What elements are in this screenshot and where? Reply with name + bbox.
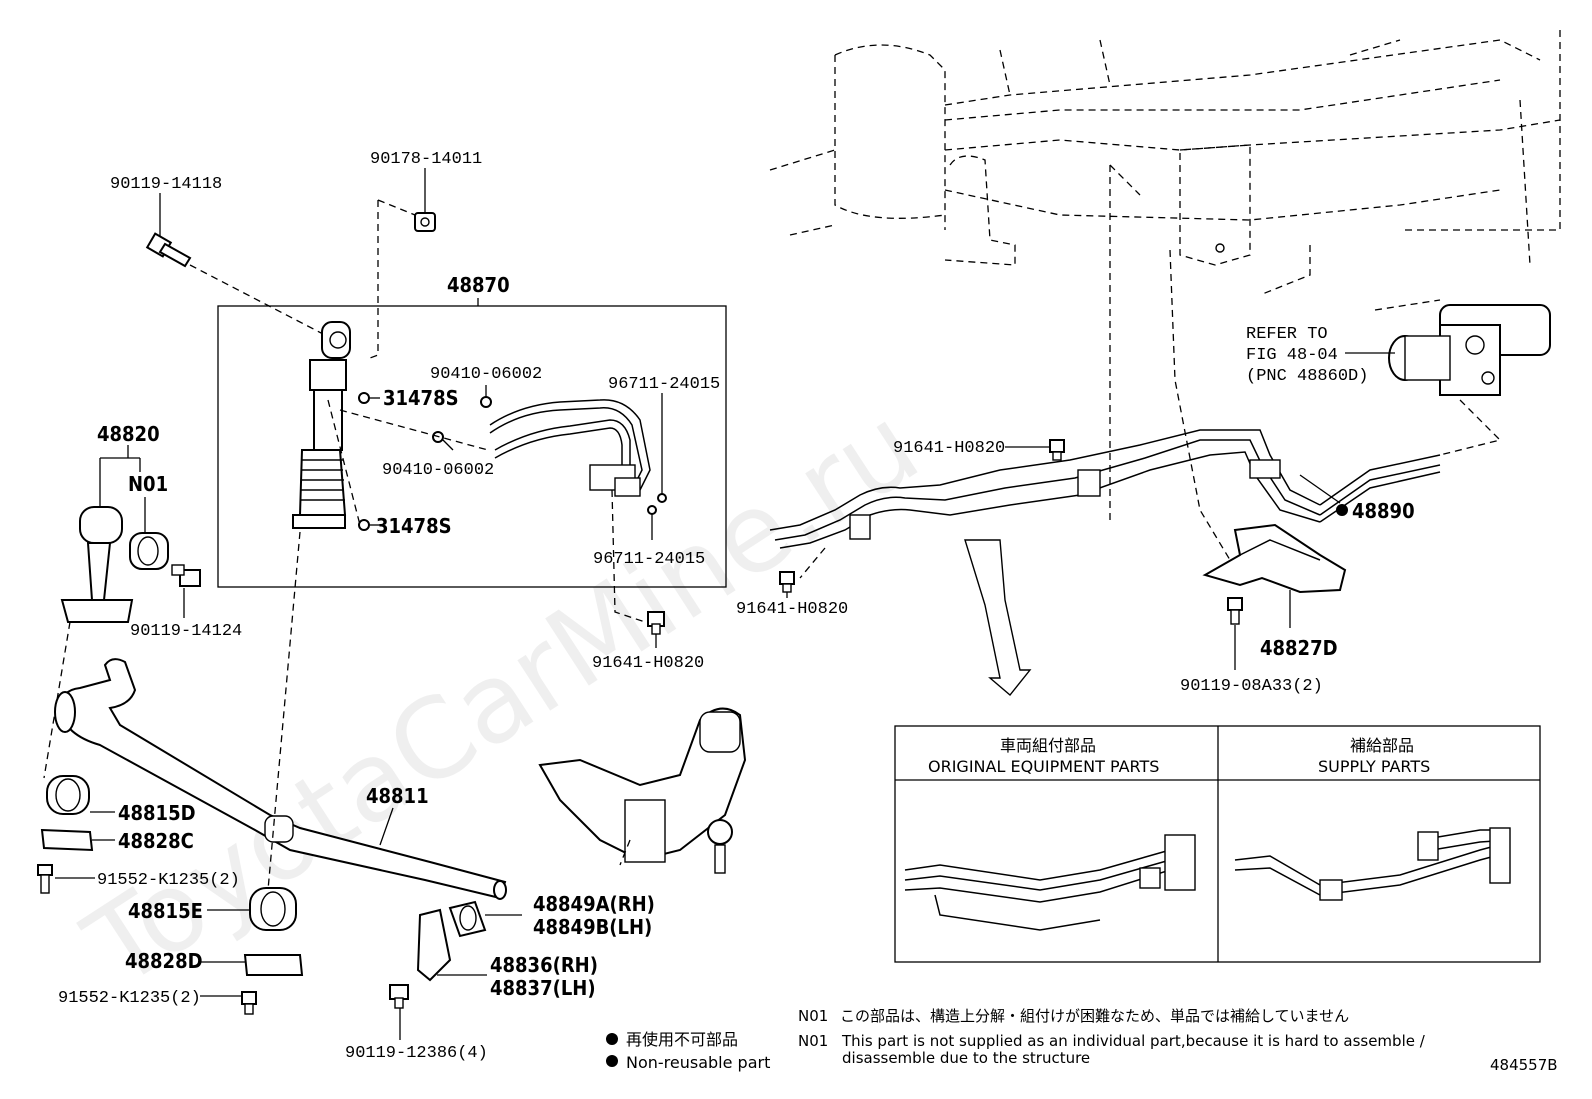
legend-original-jp: 車両組付部品: [1000, 736, 1096, 755]
label-90119-08a33: 90119-08A33(2): [1180, 677, 1323, 696]
bolt-91552-k1235-b-icon: [241, 991, 257, 1015]
diagram-id: 484557B: [1490, 1056, 1558, 1074]
o-ring-96711-24015-a-icon: [657, 493, 667, 503]
label-48820: 48820: [97, 422, 160, 446]
note-n01-en-2: disassemble due to the structure: [842, 1049, 1090, 1067]
bushing-48815d-icon: [46, 775, 90, 815]
label-48837: 48837(LH): [490, 976, 596, 1000]
label-31478s-a: 31478S: [383, 386, 459, 410]
note-n01-en-1: This part is not supplied as an individu…: [841, 1032, 1426, 1050]
label-refer-1: REFER TO: [1246, 325, 1328, 344]
bolt-90119-12386-icon: [389, 984, 409, 1009]
label-refer-3: (PNC 48860D): [1246, 367, 1368, 386]
non-reusable-bullet-48890-icon: [1336, 504, 1348, 516]
non-reusable-jp: 再使用不可部品: [626, 1030, 738, 1049]
label-91641-h0820-a: 91641-H0820: [893, 439, 1005, 458]
label-90119-14118: 90119-14118: [110, 175, 222, 194]
assembly-box-48870: [217, 305, 727, 588]
stabilizer-link-48820-icon: [60, 506, 134, 623]
label-48849a: 48849A(RH): [533, 892, 655, 916]
bolt-90119-14124-icon: [171, 564, 201, 587]
stabilizer-cylinder-icon: [292, 321, 351, 529]
note-n01-code-jp: N01: [798, 1007, 828, 1025]
bolt-91641-h0820-b-icon: [779, 571, 795, 593]
bolt-91641-h0820-a-icon: [1049, 439, 1065, 461]
label-refer-2: FIG 48-04: [1246, 346, 1338, 365]
label-90119-14124: 90119-14124: [130, 622, 242, 641]
label-90119-12386: 90119-12386(4): [345, 1044, 488, 1063]
label-91552-k1235-a: 91552-K1235(2): [97, 871, 240, 890]
non-reusable-legend-bullet-en-icon: [606, 1055, 618, 1067]
label-48828d: 48828D: [125, 949, 203, 973]
o-ring-96711-24015-b-icon: [647, 505, 657, 515]
bushing-48849-icon: [448, 900, 487, 938]
bolt-90119-08a33-icon: [1227, 597, 1243, 625]
nut-90178-14011-icon: [414, 212, 436, 232]
label-48890: 48890: [1352, 499, 1415, 523]
hose-assembly-icon: [489, 399, 651, 497]
label-48836: 48836(RH): [490, 953, 598, 977]
label-90410-06002-a: 90410-06002: [430, 365, 542, 384]
label-90178-14011: 90178-14011: [370, 150, 482, 169]
bracket-48828d-icon: [243, 954, 304, 976]
o-ring-31478s-b-icon: [358, 519, 370, 531]
lower-control-arm-icon: [538, 707, 747, 874]
label-91552-k1235-b: 91552-K1235(2): [58, 989, 201, 1008]
label-90410-06002-b: 90410-06002: [382, 461, 494, 480]
note-n01-code-en: N01: [798, 1032, 828, 1050]
supply-parts-illustration: [1234, 827, 1511, 901]
non-reusable-legend-bullet-jp-icon: [606, 1033, 618, 1045]
shield-48827d-icon: [1202, 523, 1347, 594]
washer-90410-06002-a-icon: [480, 396, 492, 408]
label-48849b: 48849B(LH): [533, 915, 652, 939]
label-91641-h0820-b: 91641-H0820: [736, 600, 848, 619]
stabilizer-actuator-icon: [1388, 304, 1551, 396]
label-96711-24015-a: 96711-24015: [608, 375, 720, 394]
bushing-n01-icon: [129, 532, 169, 570]
o-ring-31478s-a-icon: [358, 392, 370, 404]
legend-original-en: ORIGINAL EQUIPMENT PARTS: [928, 757, 1159, 776]
bracket-48828c-icon: [40, 828, 94, 852]
label-n01: N01: [128, 472, 168, 496]
note-n01-jp: この部品は、構造上分解・組付けが困難なため、単品では補給していません: [840, 1007, 1349, 1025]
label-91641-h0820-c: 91641-H0820: [592, 654, 704, 673]
label-48811: 48811: [366, 784, 429, 808]
label-48815d: 48815D: [118, 801, 196, 825]
legend-supply-jp: 補給部品: [1350, 736, 1414, 755]
label-96711-24015-b: 96711-24015: [593, 550, 705, 569]
bushing-48815e-icon: [249, 887, 297, 931]
label-31478s-b: 31478S: [376, 514, 452, 538]
label-48828c: 48828C: [118, 829, 194, 853]
non-reusable-en: Non-reusable part: [626, 1053, 770, 1072]
label-48870: 48870: [447, 273, 510, 297]
label-48815e: 48815E: [128, 899, 203, 923]
bolt-91552-k1235-a-icon: [37, 864, 53, 894]
original-parts-illustration: [904, 834, 1196, 931]
vehicle-frame: [769, 30, 1561, 561]
label-48827d: 48827D: [1260, 636, 1338, 660]
legend-box: [894, 725, 1541, 963]
legend-supply-en: SUPPLY PARTS: [1318, 757, 1430, 776]
bolt-90119-14118-icon: [145, 232, 192, 268]
stabilizer-bar-48811-icon: [54, 658, 507, 900]
detail-arrow-icon: [964, 539, 1032, 697]
bracket-48836-icon: [416, 908, 452, 982]
